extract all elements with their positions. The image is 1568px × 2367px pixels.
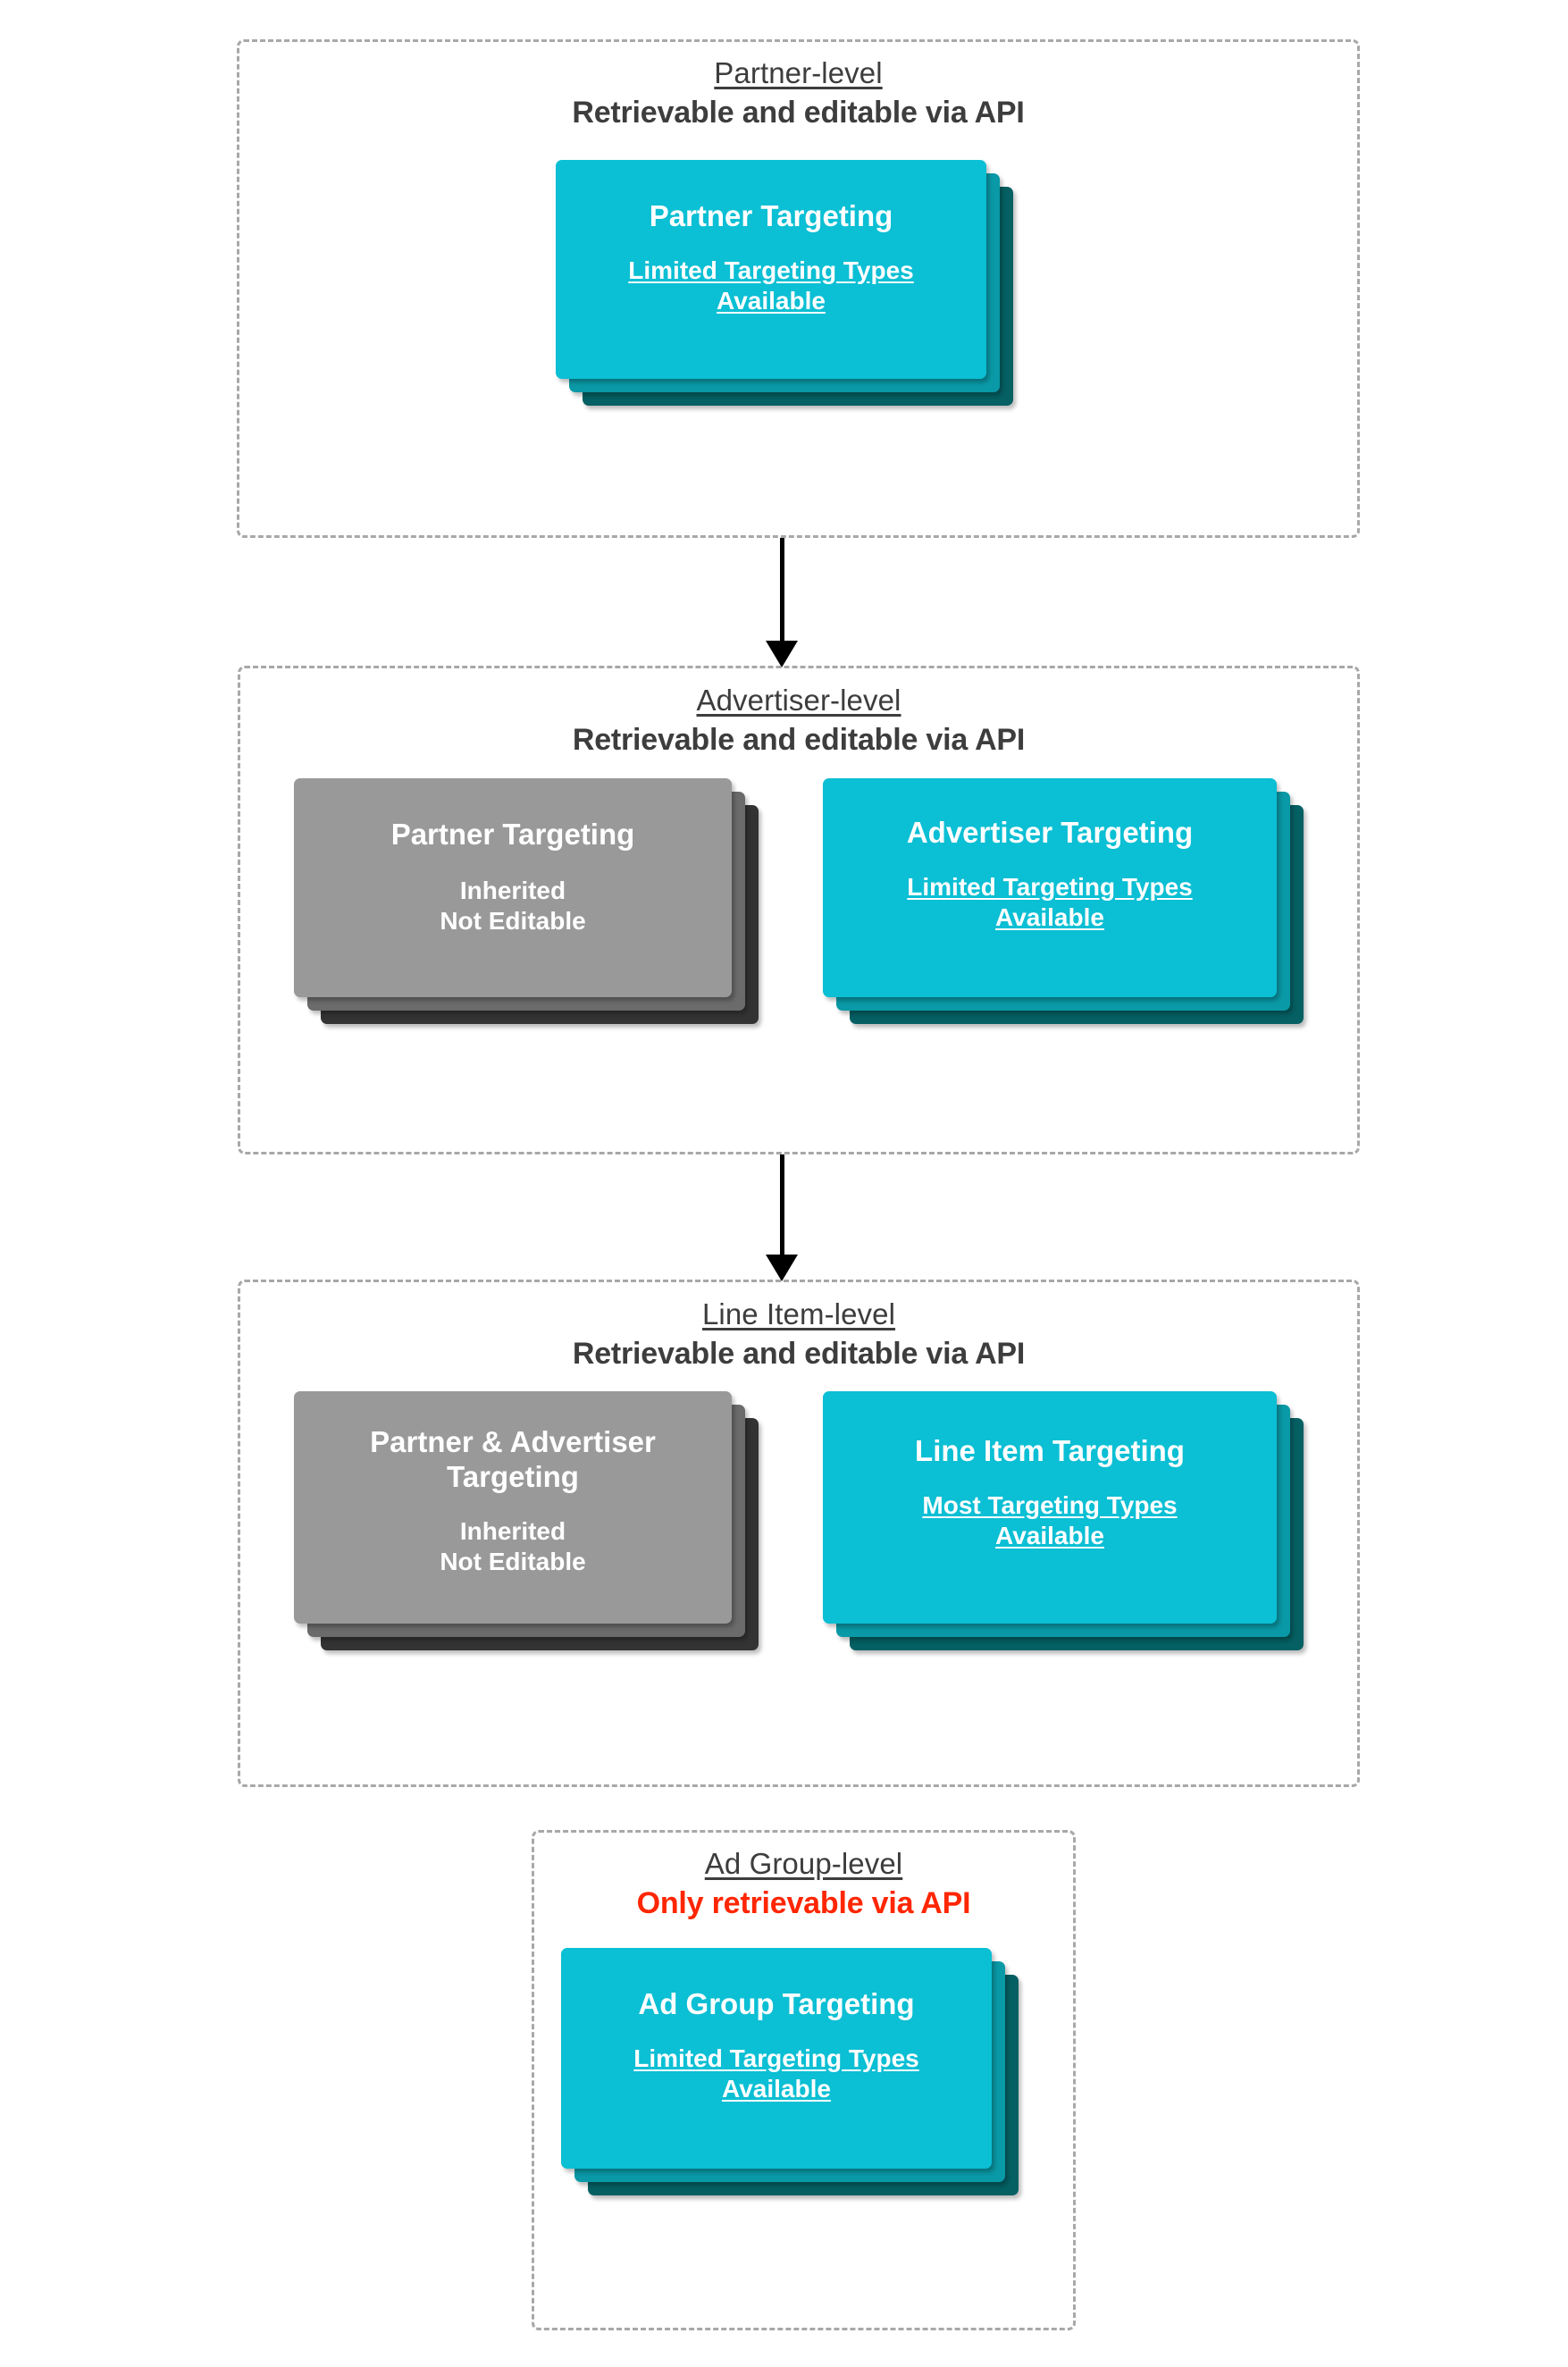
card-layer-front: Partner & Advertiser Targeting Inherited…	[294, 1391, 732, 1624]
card-title-ad-group-targeting: Ad Group Targeting	[638, 1987, 915, 2020]
card-title-advertiser-targeting: Advertiser Targeting	[906, 816, 1194, 849]
level-title-partner: Partner-level	[714, 56, 883, 89]
level-api-note-ad-group: Only retrievable via API	[636, 1885, 971, 1920]
level-api-note-partner: Retrievable and editable via API	[572, 95, 1025, 130]
connector-arrowhead	[766, 1255, 798, 1281]
connector-advertiser-to-line-item	[766, 1154, 798, 1281]
card-title-inherited-partner-advertiser-targeting: Partner & Advertiser Targeting	[370, 1425, 656, 1493]
card-title-line-item-targeting: Line Item Targeting	[915, 1434, 1185, 1467]
card-stack-ad-group-targeting[interactable]: Ad Group Targeting Limited Targeting Typ…	[561, 1948, 1019, 2195]
level-panel-advertiser: Advertiser-level Retrievable and editabl…	[238, 666, 1360, 1154]
level-header-ad-group: Ad Group-level Only retrievable via API	[534, 1847, 1073, 1920]
card-stack-partner-targeting[interactable]: Partner Targeting Limited Targeting Type…	[556, 160, 1013, 406]
level-header-line-item: Line Item-level Retrievable and editable…	[240, 1297, 1357, 1371]
card-subtitle-ad-group-targeting: Limited Targeting Types Available	[633, 2044, 919, 2103]
level-header-partner: Partner-level Retrievable and editable v…	[239, 56, 1357, 130]
card-layer-front: Ad Group Targeting Limited Targeting Typ…	[561, 1948, 992, 2169]
level-title-line-item: Line Item-level	[701, 1297, 896, 1330]
level-header-advertiser: Advertiser-level Retrievable and editabl…	[240, 684, 1357, 757]
card-stack-inherited-partner-advertiser-targeting[interactable]: Partner & Advertiser Targeting Inherited…	[294, 1391, 759, 1650]
level-panel-line-item: Line Item-level Retrievable and editable…	[238, 1280, 1360, 1787]
card-stack-line-item-targeting[interactable]: Line Item Targeting Most Targeting Types…	[823, 1391, 1304, 1650]
card-subtitle-line-item-targeting: Most Targeting Types Available	[922, 1490, 1178, 1550]
card-layer-front: Partner Targeting Limited Targeting Type…	[556, 160, 986, 379]
connector-shaft	[779, 538, 784, 643]
card-subtitle-inherited-partner-targeting: Inherited Not Editable	[440, 876, 586, 936]
level-panel-partner: Partner-level Retrievable and editable v…	[237, 39, 1360, 538]
card-title-partner-targeting: Partner Targeting	[649, 199, 893, 232]
card-layer-front: Advertiser Targeting Limited Targeting T…	[823, 778, 1277, 997]
connector-partner-to-advertiser	[766, 538, 798, 667]
card-subtitle-inherited-partner-advertiser-targeting: Inherited Not Editable	[440, 1516, 586, 1576]
card-title-inherited-partner-targeting: Partner Targeting	[390, 818, 635, 851]
card-layer-front: Line Item Targeting Most Targeting Types…	[823, 1391, 1277, 1624]
card-subtitle-advertiser-targeting: Limited Targeting Types Available	[907, 872, 1193, 932]
level-title-advertiser: Advertiser-level	[696, 684, 901, 717]
level-api-note-line-item: Retrievable and editable via API	[572, 1336, 1026, 1371]
level-api-note-advertiser: Retrievable and editable via API	[572, 722, 1026, 757]
card-stack-inherited-partner-targeting[interactable]: Partner Targeting Inherited Not Editable	[294, 778, 759, 1024]
level-panel-ad-group: Ad Group-level Only retrievable via API …	[532, 1830, 1076, 2330]
connector-shaft	[779, 1154, 784, 1257]
card-stack-advertiser-targeting[interactable]: Advertiser Targeting Limited Targeting T…	[823, 778, 1304, 1024]
connector-arrowhead	[766, 641, 798, 667]
card-layer-front: Partner Targeting Inherited Not Editable	[294, 778, 732, 997]
level-title-ad-group: Ad Group-level	[704, 1847, 903, 1880]
card-subtitle-partner-targeting: Limited Targeting Types Available	[628, 256, 914, 315]
